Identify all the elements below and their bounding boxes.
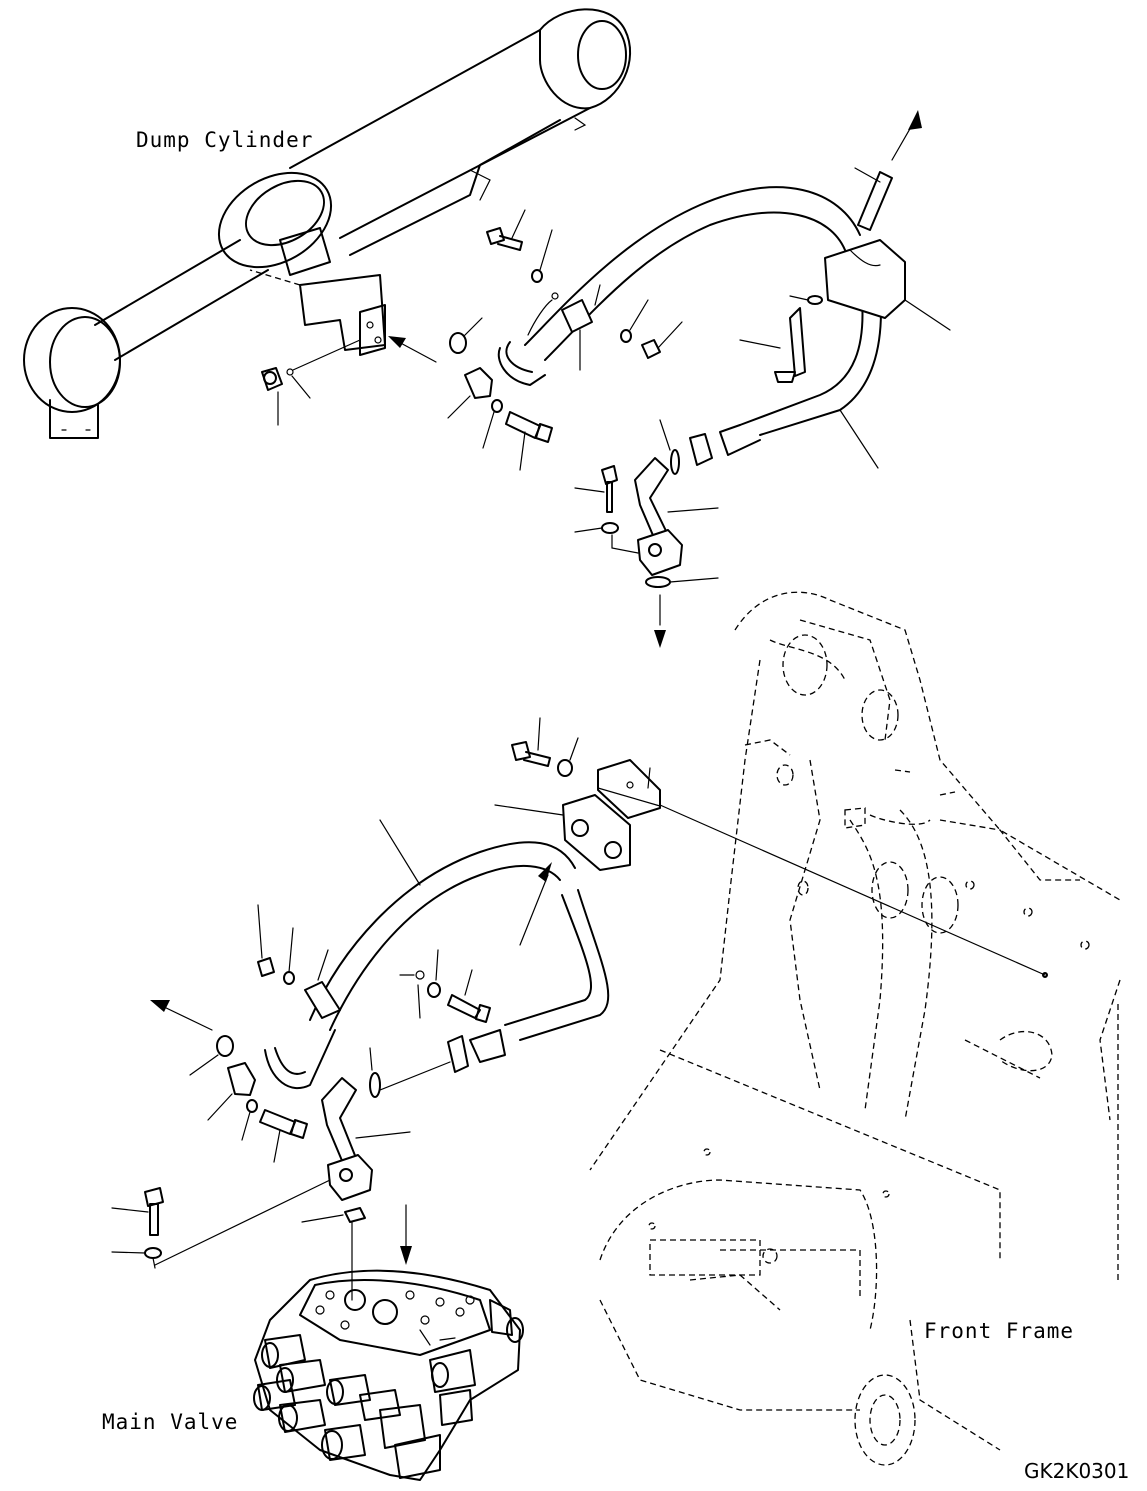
- main-valve: [253, 1269, 524, 1481]
- direction-arrow: [388, 336, 437, 363]
- upper-fasteners: [447, 209, 879, 475]
- lower-hose-assembly: [150, 717, 1048, 1163]
- port-adapter: [261, 339, 361, 426]
- front-frame: [589, 591, 1121, 1466]
- lower-elbow-and-block: [111, 1077, 412, 1301]
- drawing-code-label: GK2K0301: [1024, 1459, 1130, 1483]
- main-valve-label: Main Valve: [102, 1410, 239, 1434]
- upper-elbow-and-block: [574, 457, 719, 648]
- dump-cylinder-label: Dump Cylinder: [136, 128, 314, 152]
- upper-hose-assembly: [497, 110, 951, 466]
- front-frame-label: Front Frame: [924, 1319, 1075, 1343]
- dump-cylinder: [23, 8, 631, 439]
